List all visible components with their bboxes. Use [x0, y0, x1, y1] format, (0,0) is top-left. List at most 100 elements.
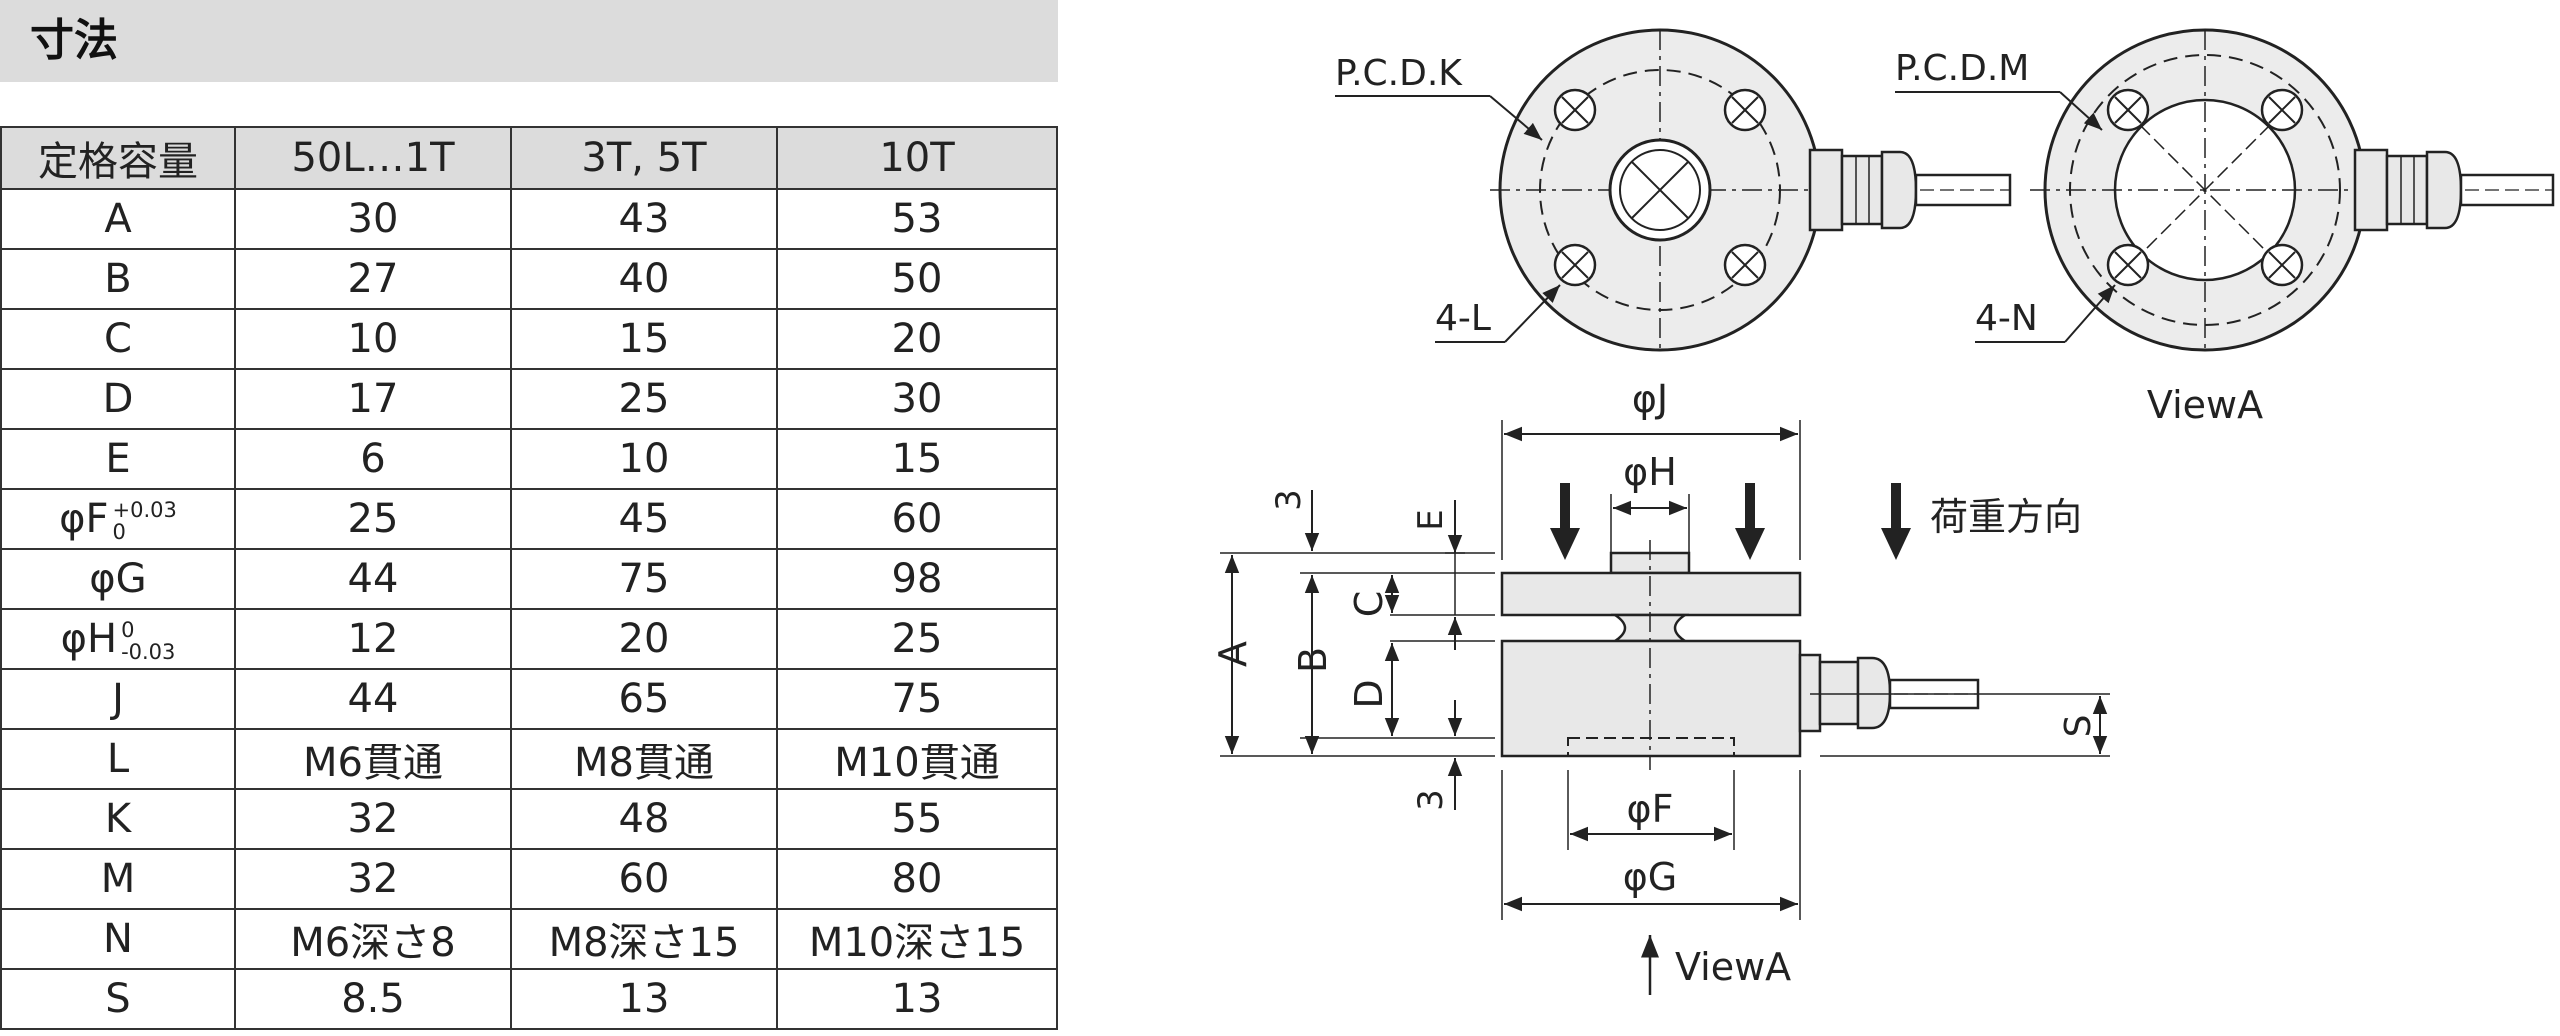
row-key-text: D: [102, 376, 134, 422]
row-key: N: [0, 908, 236, 970]
row-key: M: [0, 848, 236, 910]
column-header: 3T, 5T: [510, 126, 778, 190]
row-key: A: [0, 188, 236, 250]
view-a-arrow-label: ViewA: [1675, 945, 1791, 989]
holes-l-label: 4-L: [1435, 298, 1491, 339]
row-key-text: C: [104, 316, 132, 362]
row-key: E: [0, 428, 236, 490]
row-key: φG: [0, 548, 236, 610]
row-key: C: [0, 308, 236, 370]
tolerance-upper: +0.03: [112, 497, 177, 522]
row-key-text: K: [104, 796, 132, 842]
table-cell: 65: [510, 668, 778, 730]
row-key: S: [0, 968, 236, 1030]
load-cell-drawing: P.C.D.K 4-L: [1211, 28, 2555, 995]
table-cell: 80: [776, 848, 1058, 910]
tolerance-lower: -0.03: [121, 639, 176, 664]
table-cell: 8.5: [234, 968, 512, 1030]
table-cell: 60: [510, 848, 778, 910]
dim-a-label: A: [1211, 641, 1255, 667]
row-key: D: [0, 368, 236, 430]
section-title: 寸法: [30, 15, 118, 66]
table-cell: 60: [776, 488, 1058, 550]
column-header: 10T: [776, 126, 1058, 190]
table-cell: M10貫通: [776, 728, 1058, 790]
row-key-text: φF: [59, 495, 109, 542]
table-cell: 44: [234, 548, 512, 610]
section-header: 寸法: [0, 0, 1058, 82]
row-key: J: [0, 668, 236, 730]
phi-f-label: φF: [1627, 787, 1674, 831]
table-cell: 6: [234, 428, 512, 490]
load-direction-label: 荷重方向: [1930, 495, 2082, 539]
table-cell: 30: [776, 368, 1058, 430]
table-cell: 45: [510, 488, 778, 550]
table-cell: 15: [510, 308, 778, 370]
row-key: B: [0, 248, 236, 310]
row-key-text: M: [100, 856, 136, 902]
table-cell: 50: [776, 248, 1058, 310]
bolt-hole: [2106, 243, 2150, 287]
row-key-text: E: [105, 436, 131, 482]
phi-j-label: φJ: [1632, 377, 1668, 421]
table-cell: M8深さ15: [510, 908, 778, 970]
table-cell: 17: [234, 368, 512, 430]
bolt-hole: [2106, 88, 2150, 132]
table-cell: 55: [776, 788, 1058, 850]
table-header-row: 定格容量 50L…1T 3T, 5T 10T: [0, 126, 1058, 190]
table-cell: M6深さ8: [234, 908, 512, 970]
row-key: K: [0, 788, 236, 850]
table-cell: 10: [234, 308, 512, 370]
bolt-hole: [1723, 88, 1767, 132]
view-a-title: ViewA: [2147, 383, 2263, 427]
dim-3-top-label: 3: [1269, 489, 1309, 511]
row-key-text: A: [104, 196, 132, 242]
table-cell: 25: [510, 368, 778, 430]
plan-view-right: P.C.D.M 4-N ViewA: [1895, 28, 2555, 427]
row-key: L: [0, 728, 236, 790]
bolt-hole: [1553, 88, 1597, 132]
row-key-text: N: [103, 916, 133, 962]
row-key-text: φH: [60, 615, 118, 662]
table-cell: 53: [776, 188, 1058, 250]
table-cell: 75: [510, 548, 778, 610]
bolt-hole: [1723, 243, 1767, 287]
table-cell: 43: [510, 188, 778, 250]
table-cell: 15: [776, 428, 1058, 490]
plan-view-left: P.C.D.K 4-L: [1335, 28, 2012, 352]
table-cell: 20: [776, 308, 1058, 370]
dim-s-label: S: [2058, 715, 2099, 738]
phi-g-label: φG: [1623, 855, 1678, 899]
row-key-text: L: [106, 736, 130, 782]
table-cell: M8貫通: [510, 728, 778, 790]
holes-n-label: 4-N: [1975, 298, 2038, 339]
table-cell: 44: [234, 668, 512, 730]
dim-c-label: C: [1347, 591, 1391, 618]
table-cell: 12: [234, 608, 512, 670]
tolerance-upper: 0: [121, 617, 135, 642]
column-header: 定格容量: [0, 126, 236, 190]
table-cell: 32: [234, 848, 512, 910]
dim-3-bottom-label: 3: [1411, 789, 1451, 811]
row-key-text: S: [105, 976, 131, 1022]
tolerance: 0-0.03: [121, 619, 175, 663]
table-cell: 32: [234, 788, 512, 850]
pcd-k-label: P.C.D.K: [1335, 53, 1463, 94]
phi-h-label: φH: [1623, 450, 1677, 494]
table-cell: 75: [776, 668, 1058, 730]
dim-b-label: B: [1291, 647, 1335, 673]
table-cell: 20: [510, 608, 778, 670]
